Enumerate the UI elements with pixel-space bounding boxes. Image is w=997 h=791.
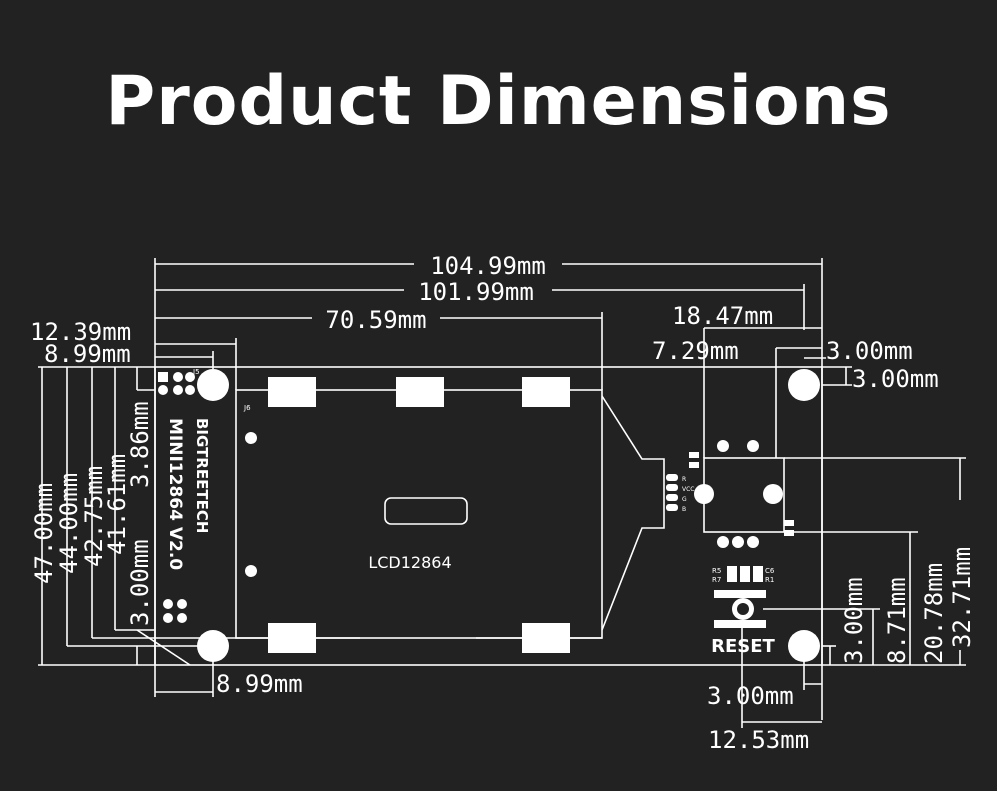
dim-lcd-width: 70.59mm <box>325 306 426 334</box>
dim-right-3-00-b: 3.00mm <box>852 365 939 393</box>
dim-height-41-61: 41.61mm <box>103 454 131 555</box>
page-title: Product Dimensions <box>105 62 892 141</box>
dimension-labels: 104.99mm 101.99mm 70.59mm 12.39mm 8.99mm… <box>30 252 976 754</box>
dim-bottom-3-00: 3.00mm <box>707 682 794 710</box>
mounting-hole-top-left <box>197 369 229 401</box>
lcd-label: LCD12864 <box>368 553 451 572</box>
dim-right-18-47: 18.47mm <box>672 302 773 330</box>
dim-height-44-00: 44.00mm <box>55 473 83 574</box>
mounting-hole-top-right <box>788 369 820 401</box>
connector-pads-left <box>158 372 195 623</box>
mounting-hole-bottom-right <box>788 630 820 662</box>
pin-label-vcc: VCC <box>682 486 694 493</box>
dim-right-7-29: 7.29mm <box>652 337 739 365</box>
reset-button: RESET <box>711 590 776 657</box>
silk-r7: R7 <box>712 576 721 584</box>
pin-label-b: B <box>682 506 686 513</box>
pin-label-r: R <box>682 476 686 483</box>
dim-overall-width: 104.99mm <box>430 252 546 280</box>
dim-right-3-00-a: 3.00mm <box>826 337 913 365</box>
dim-hole-span-width: 101.99mm <box>418 278 534 306</box>
lcd-clip-top-2 <box>396 377 444 407</box>
rotary-encoder <box>689 440 794 548</box>
lcd-clip-top-1 <box>268 377 316 407</box>
silk-j5: J5 <box>192 368 200 376</box>
lcd-module: LCD12864 <box>235 377 665 653</box>
dim-left-8-99-top: 8.99mm <box>44 340 131 368</box>
dimension-lines <box>38 258 966 728</box>
rgb-pins: R VCC G B <box>666 474 694 513</box>
dim-right-v-32-71: 32.71mm <box>948 547 976 648</box>
dim-right-v-8-71: 8.71mm <box>883 577 911 664</box>
silk-r5: R5 <box>712 567 721 575</box>
silkscreen-labels: J5 J6 BIGTREETECH MINI12864 V2.0 <box>165 368 251 570</box>
lcd-clip-top-3 <box>522 377 570 407</box>
reset-label: RESET <box>711 636 775 657</box>
silk-r1: R1 <box>765 576 774 584</box>
dim-height-42-75: 42.75mm <box>80 466 108 567</box>
silk-j6: J6 <box>243 404 251 412</box>
dim-right-v-3-00: 3.00mm <box>840 577 868 664</box>
dim-height-3-00-left: 3.00mm <box>126 539 154 626</box>
dim-height-47-00: 47.00mm <box>30 483 58 584</box>
dim-bottom-8-99: 8.99mm <box>216 670 303 698</box>
mounting-holes <box>197 369 820 662</box>
pin-label-g: G <box>682 496 687 503</box>
dim-bottom-12-53: 12.53mm <box>708 726 809 754</box>
smd-components: R5 R7 C6 R1 <box>712 566 775 584</box>
dim-left-12-39: 12.39mm <box>30 318 131 346</box>
brand-label: BIGTREETECH <box>193 418 211 533</box>
silk-c6: C6 <box>765 567 775 575</box>
dim-height-3-86: 3.86mm <box>126 401 154 488</box>
model-label: MINI12864 V2.0 <box>165 418 185 570</box>
dim-right-v-20-78: 20.78mm <box>920 563 948 664</box>
